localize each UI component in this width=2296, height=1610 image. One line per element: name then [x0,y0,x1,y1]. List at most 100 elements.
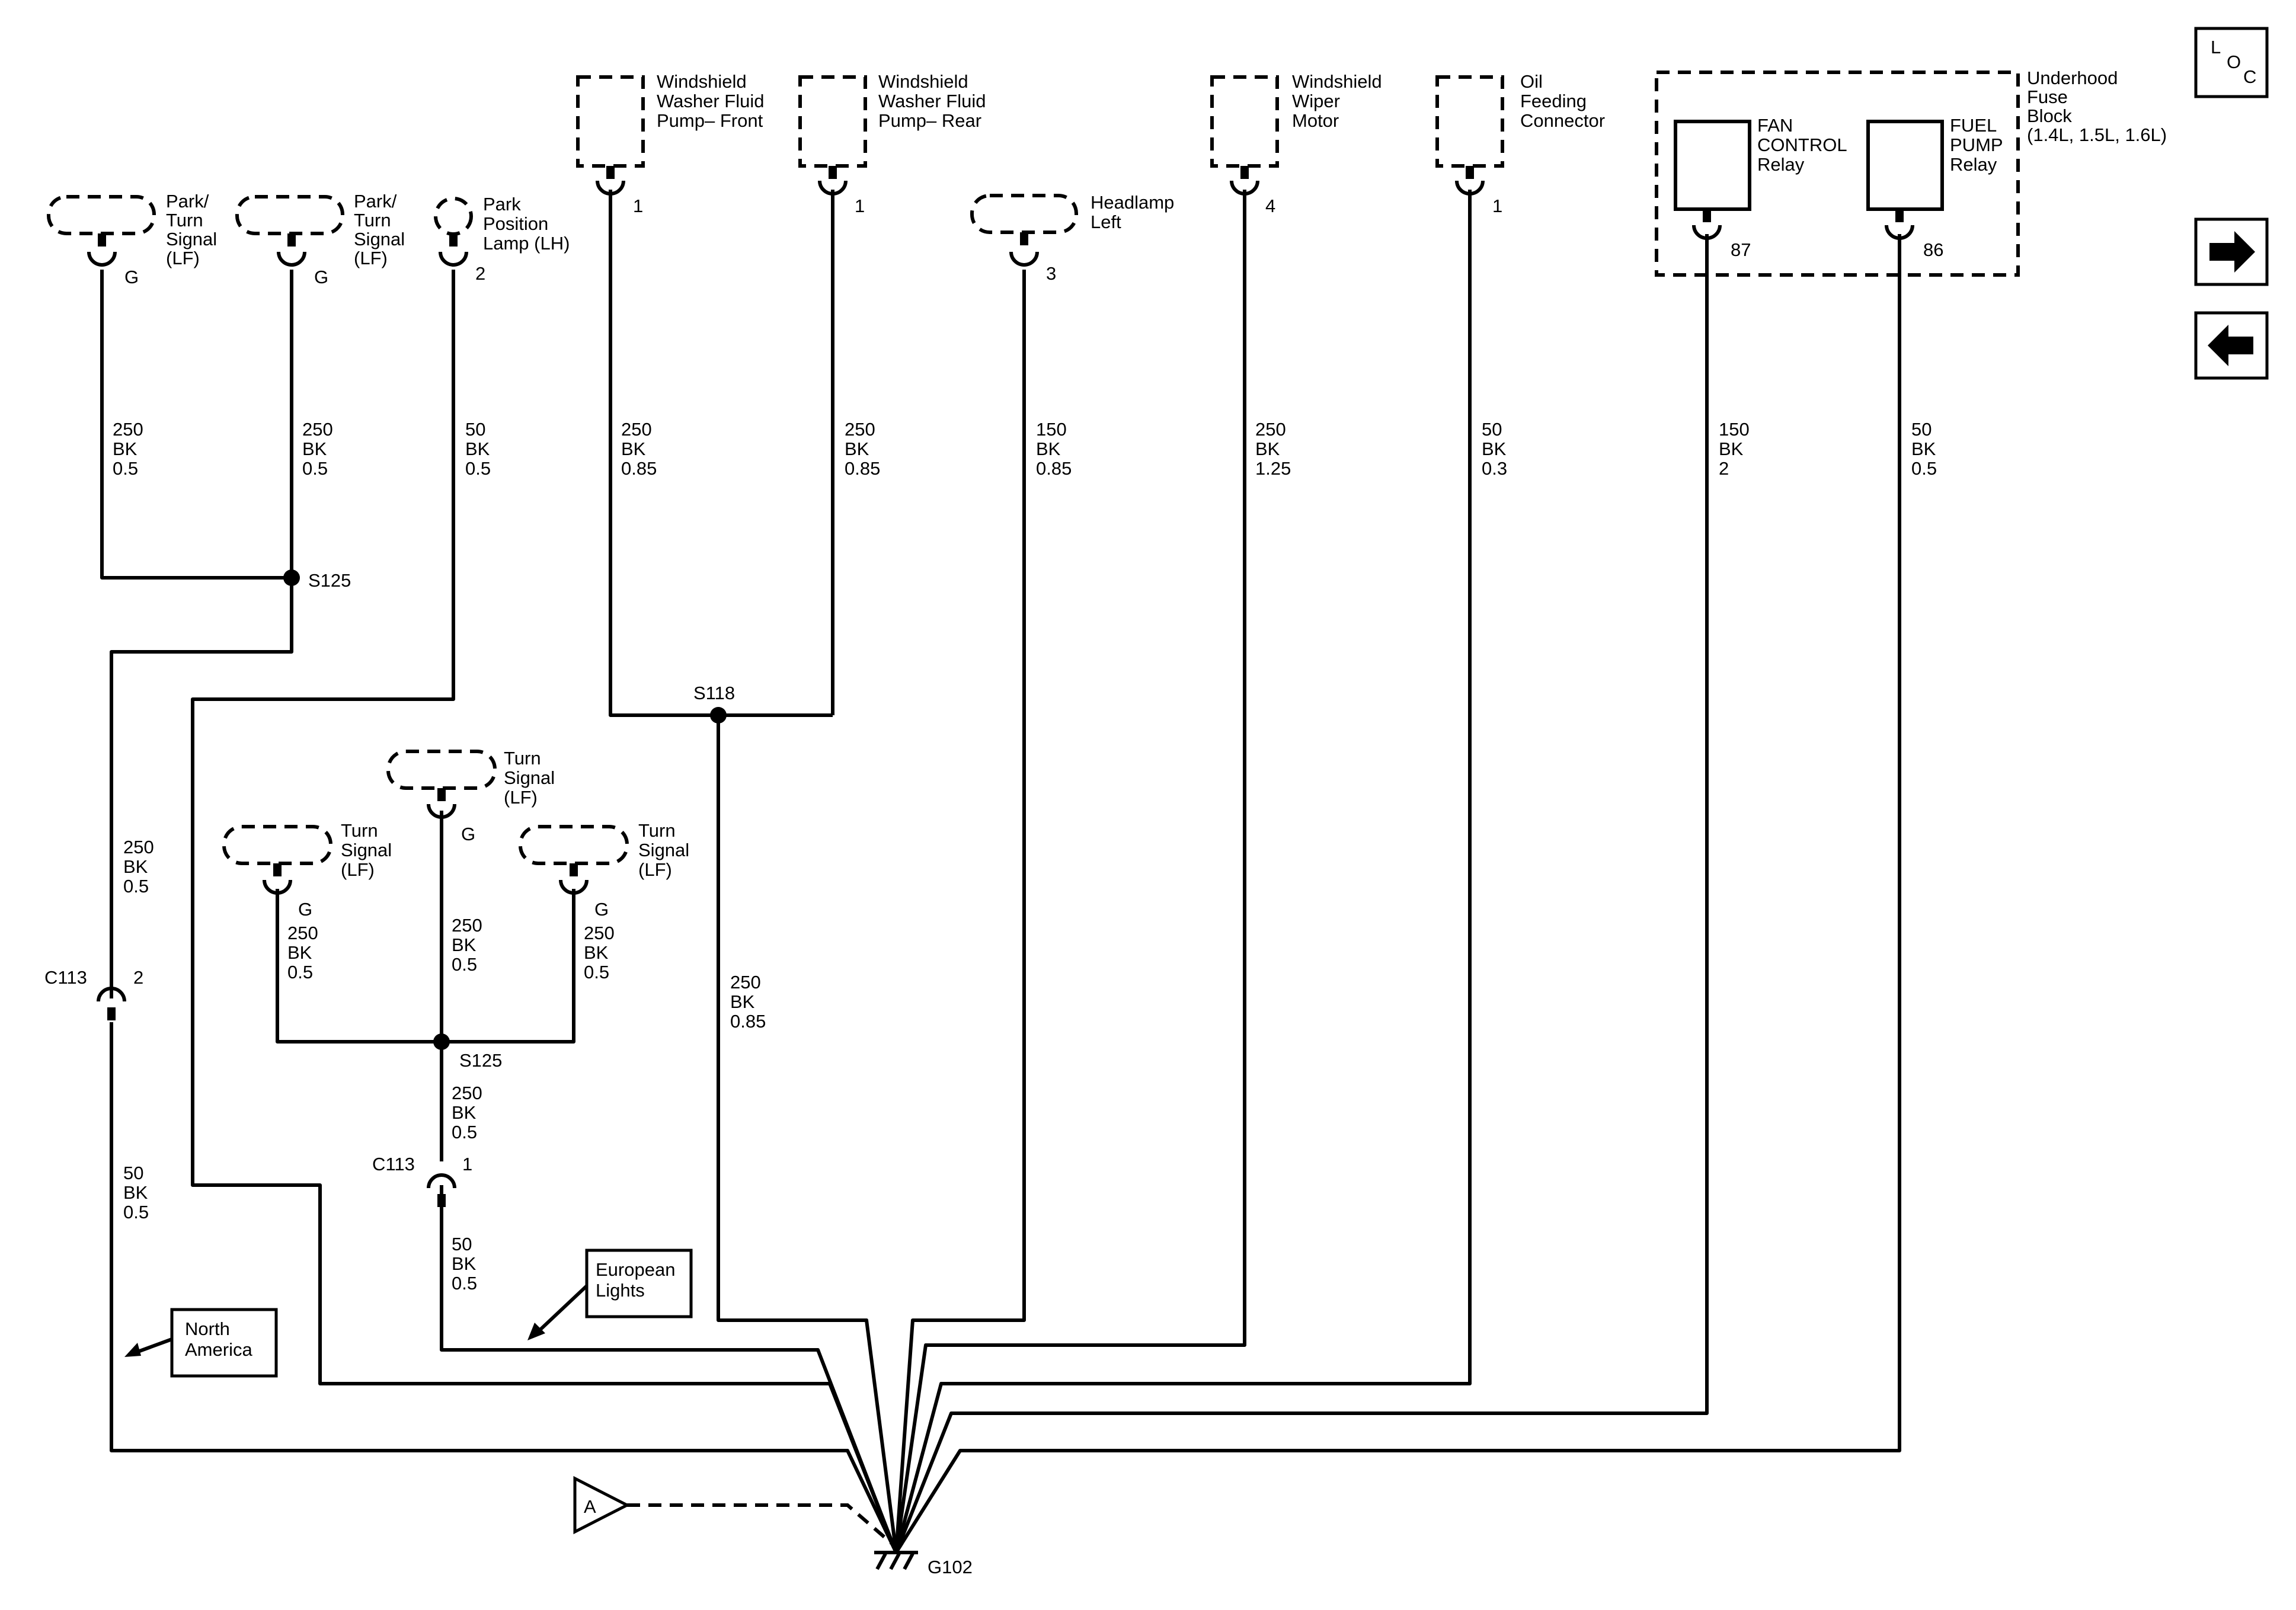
label-s125-top: S125 [308,570,351,591]
pin-c113-lower: 1 [462,1154,472,1174]
wire-headlamp-left [894,270,1026,1553]
pin-headlamp-left: 3 [1046,263,1056,284]
label-c113-upper: C113 [44,967,87,988]
loc-button[interactable]: L O C [2194,27,2269,98]
wire-washer-front [609,190,833,717]
svg-text:C: C [2243,66,2256,87]
pin-c113-upper: 2 [133,967,143,988]
pin-turn-left: G [298,899,312,920]
wire-fan-relay [894,234,1709,1554]
component-park-position [434,197,473,267]
wire-s118-to-ground [717,715,898,1553]
wire-wiper-motor [894,190,1246,1553]
arrow-right-icon [2209,231,2255,273]
ground-symbol [874,1551,918,1570]
pin-fan-relay: 87 [1731,239,1751,260]
connector-c113-upper [97,987,126,1020]
component-turn-left [222,825,332,895]
svg-text:L: L [2211,37,2221,57]
component-park-turn-2 [235,195,344,267]
component-turn-center [386,750,497,819]
wire-oil-feeding [894,190,1472,1553]
svg-text:A: A [584,1496,596,1517]
component-oil-feeding [1435,75,1504,196]
component-washer-rear [798,75,867,196]
label-s125-bottom: S125 [459,1050,502,1071]
wire-paths [100,190,1901,1554]
label-ground-g102: G102 [928,1557,973,1577]
component-park-turn-1 [47,195,156,267]
arrow-left-icon [2208,325,2253,366]
pin-park-turn-1: G [124,267,139,287]
pin-wiper-motor: 4 [1265,196,1275,216]
wire-c113-upper-to-ground [110,1022,898,1554]
wire-fuel-relay [894,234,1901,1554]
next-page-button[interactable] [2194,217,2269,286]
wire-park-turn-1 [100,270,292,580]
pin-oil-feeding: 1 [1492,196,1502,216]
component-fuse-block [1655,71,2020,277]
offpage-connector-a: A [573,1475,893,1545]
pin-washer-front: 1 [633,196,643,216]
component-turn-right [519,825,629,895]
splice-s125-bottom [433,1033,450,1050]
wire-c113-lower-to-ground [440,1185,898,1554]
prev-page-button[interactable] [2194,311,2269,380]
label-s118: S118 [693,683,735,703]
component-wiper-motor [1210,75,1279,196]
label-c113-lower: C113 [372,1154,415,1174]
wire-park-turn-2 [110,270,293,998]
wire-turn-left [276,889,575,1044]
component-headlamp-left [970,194,1078,267]
component-washer-front [576,75,645,196]
wire-park-position [191,270,898,1554]
pin-turn-center: G [461,824,475,844]
splice-s118 [710,707,727,724]
fuel-pump-relay [1866,120,1944,211]
pin-washer-rear: 1 [855,196,865,216]
splice-s125-top [283,569,300,586]
pin-turn-right: G [594,899,609,920]
connector-c113-lower [427,1173,456,1207]
pin-park-turn-2: G [314,267,328,287]
fan-control-relay [1674,120,1751,211]
svg-text:O: O [2227,52,2241,72]
pin-park-position: 2 [475,263,485,284]
pin-fuel-relay: 86 [1923,239,1943,260]
